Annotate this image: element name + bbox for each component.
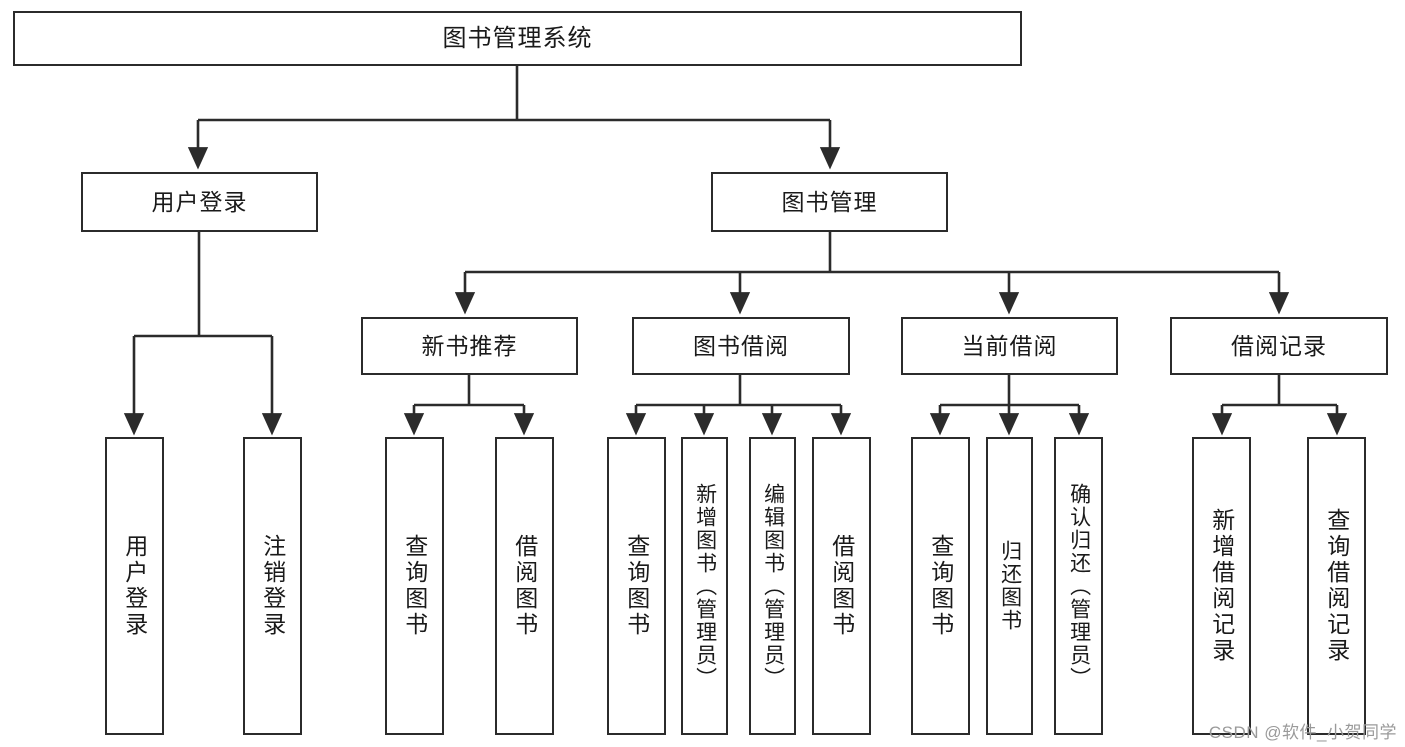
node-root-book-management-system[interactable]: 图书管理系统 <box>13 11 1022 66</box>
node-label: 用户登录 <box>151 188 248 215</box>
leaf-confirm-return-admin[interactable]: 确认归还（管理员） <box>1054 437 1103 735</box>
leaf-borrow-book-recommend[interactable]: 借阅图书 <box>495 437 554 735</box>
node-label: 当前借阅 <box>961 332 1058 359</box>
leaf-user-login[interactable]: 用户登录 <box>105 437 164 735</box>
leaf-logout[interactable]: 注销登录 <box>243 437 302 735</box>
leaf-query-book-recommend[interactable]: 查询图书 <box>385 437 444 735</box>
node-label: 新增图书（管理员） <box>693 482 717 690</box>
node-label: 图书借阅 <box>693 332 789 359</box>
node-label: 编辑图书（管理员） <box>761 482 785 690</box>
node-label: 图书管理 <box>781 188 878 215</box>
node-label: 新增借阅记录 <box>1208 508 1235 664</box>
leaf-query-borrow-record[interactable]: 查询借阅记录 <box>1307 437 1366 735</box>
node-current-borrow[interactable]: 当前借阅 <box>901 317 1118 375</box>
watermark-text: CSDN @软件_小贺同学 <box>1208 723 1397 742</box>
node-user-login[interactable]: 用户登录 <box>81 172 318 232</box>
node-label: 新书推荐 <box>421 332 518 359</box>
leaf-return-book[interactable]: 归还图书 <box>986 437 1033 735</box>
node-new-book-recommend[interactable]: 新书推荐 <box>361 317 578 375</box>
node-label: 注销登录 <box>259 534 286 638</box>
leaf-query-book-borrow[interactable]: 查询图书 <box>607 437 666 735</box>
node-label: 借阅记录 <box>1231 332 1327 359</box>
leaf-add-book-admin[interactable]: 新增图书（管理员） <box>681 437 728 735</box>
node-book-borrow[interactable]: 图书借阅 <box>632 317 850 375</box>
node-book-management[interactable]: 图书管理 <box>711 172 948 232</box>
leaf-edit-book-admin[interactable]: 编辑图书（管理员） <box>749 437 796 735</box>
node-label: 查询借阅记录 <box>1323 508 1350 664</box>
node-label: 用户登录 <box>121 534 148 638</box>
leaf-query-book-current[interactable]: 查询图书 <box>911 437 970 735</box>
node-label: 归还图书 <box>998 540 1022 632</box>
node-label: 图书管理系统 <box>442 24 593 52</box>
node-label: 借阅图书 <box>511 534 538 638</box>
leaf-add-borrow-record[interactable]: 新增借阅记录 <box>1192 437 1251 735</box>
leaf-borrow-book[interactable]: 借阅图书 <box>812 437 871 735</box>
node-label: 确认归还（管理员） <box>1067 482 1091 690</box>
node-label: 查询图书 <box>623 534 650 638</box>
node-label: 借阅图书 <box>828 534 855 638</box>
node-label: 查询图书 <box>927 534 954 638</box>
node-borrow-record[interactable]: 借阅记录 <box>1170 317 1388 375</box>
node-label: 查询图书 <box>401 534 428 638</box>
